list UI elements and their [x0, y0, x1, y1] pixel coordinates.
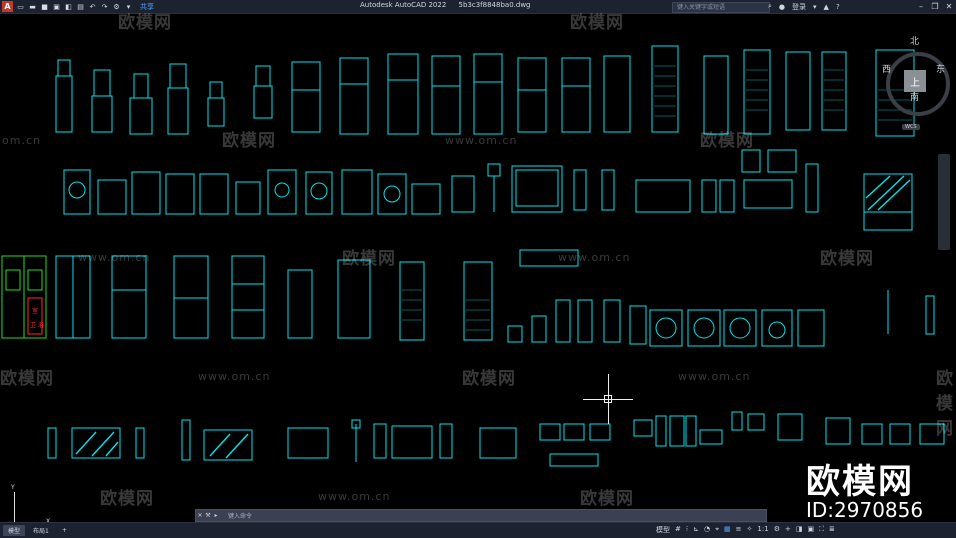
watermark-brand: 欧模网	[570, 13, 624, 33]
compass-east[interactable]: 东	[936, 65, 946, 75]
gear-icon[interactable]: ⚙	[773, 525, 780, 533]
scale-button[interactable]: 1:1	[757, 525, 769, 533]
compass-north[interactable]: 北	[910, 37, 920, 47]
compass-west[interactable]: 西	[882, 65, 892, 75]
login-button[interactable]: 登录	[792, 2, 807, 11]
search-input[interactable]: 键入关键字或短语	[672, 2, 770, 13]
watermark-brand: 欧模网	[820, 249, 874, 269]
prompt-icon[interactable]: ▸	[214, 512, 218, 519]
watermark-brand: 欧模网	[100, 489, 154, 509]
search-icon[interactable]: ⌕	[768, 2, 772, 10]
save-icon[interactable]: ■	[41, 2, 48, 11]
model-id: ID:2970856	[806, 498, 924, 522]
watermark-url: www.om.cn	[558, 251, 631, 264]
watermark-url: www.om.cn	[318, 490, 391, 503]
viewcube-top-face[interactable]: 上	[904, 70, 926, 92]
web-icon[interactable]: ◧	[65, 2, 72, 11]
share-icon[interactable]: ▾	[126, 2, 131, 11]
polar-icon[interactable]: ◔	[703, 525, 711, 533]
snap-icon[interactable]: ⁝	[685, 525, 689, 533]
help-icon[interactable]: ?	[835, 2, 840, 11]
wrench-icon[interactable]: ⚒	[205, 512, 211, 519]
viewcube[interactable]: 上 北 东 西 南 WCS	[880, 37, 950, 132]
watermark-url: www.om.cn	[445, 134, 518, 147]
hardware-icon[interactable]: ▣	[807, 525, 815, 533]
share-button[interactable]: 共享	[140, 2, 154, 11]
watermark-brand: 欧模网	[0, 369, 54, 389]
lineweight-icon[interactable]: ≡	[735, 525, 742, 533]
close-icon[interactable]: ✕	[197, 512, 203, 519]
watermark-url: om.cn	[2, 134, 41, 147]
brand-logo: 欧模网	[806, 462, 914, 502]
navigation-bar[interactable]	[938, 154, 950, 250]
watermark-brand: 欧模网	[118, 13, 172, 33]
open-icon[interactable]: ▬	[29, 2, 36, 11]
watermark-brand: 欧模网	[342, 249, 396, 269]
undo-icon[interactable]: ↶	[89, 2, 96, 11]
plus-icon[interactable]: +	[784, 525, 791, 533]
customize-icon[interactable]: ≣	[829, 525, 835, 533]
watermark-brand: 欧模网	[462, 369, 516, 389]
clean-screen-icon[interactable]: ⛶	[819, 525, 824, 533]
restore-icon[interactable]: ❐	[931, 2, 939, 11]
application-menu-button[interactable]: A	[2, 1, 13, 12]
command-input[interactable]: 键入命令	[228, 513, 253, 520]
model-space-button[interactable]: 模型	[656, 526, 670, 534]
cart-icon[interactable]: ▾	[813, 2, 817, 11]
status-tools: 模型 # ⁝ ⊾ ◔ ⌖ ▦ ≡ ✧ 1:1 ⚙ + ◨ ▣ ⛶ ≣	[656, 525, 835, 535]
osnap-icon[interactable]: ⌖	[715, 525, 720, 533]
quick-access-toolbar: A ▭ ▬ ■ ▣ ◧ ▤ ↶ ↷ ⚙ ▾ 共享	[0, 1, 154, 12]
dynamic-input-icon[interactable]: ▦	[724, 525, 731, 533]
watermark-brand: 欧模网	[936, 369, 954, 439]
close-icon[interactable]: ✕	[945, 2, 953, 11]
watermark-url: www.om.cn	[678, 370, 751, 383]
viewcube-ring[interactable]	[886, 52, 950, 116]
title-bar: A ▭ ▬ ■ ▣ ◧ ▤ ↶ ↷ ⚙ ▾ 共享 Autodesk AutoCA…	[0, 0, 956, 14]
drawing-canvas[interactable]: 室 卫 浴 欧模网 欧模网 om.cn 欧模网 www.om.cn 欧模网 ww…	[0, 13, 956, 525]
workspace-icon[interactable]: ⚙	[113, 2, 120, 11]
user-icon[interactable]: ●	[778, 2, 786, 11]
crosshair-cursor-icon	[583, 374, 633, 424]
new-icon[interactable]: ▭	[17, 2, 24, 11]
tab-layout1[interactable]: 布局1	[33, 528, 49, 535]
ortho-icon[interactable]: ⊾	[693, 525, 699, 533]
compass-south[interactable]: 南	[910, 93, 920, 103]
watermark-brand: 欧模网	[580, 489, 634, 509]
a360-icon[interactable]: ▲	[823, 2, 829, 11]
cad-drawing	[1, 45, 945, 467]
isolate-icon[interactable]: ◨	[795, 525, 803, 533]
drawing-label: 室	[32, 308, 39, 315]
annotation-icon[interactable]: ✧	[746, 525, 753, 533]
print-icon[interactable]: ▤	[77, 2, 84, 11]
tab-model[interactable]: 模型	[3, 525, 26, 536]
watermark-url: www.om.cn	[78, 251, 151, 264]
grid-icon[interactable]: #	[675, 525, 681, 533]
add-layout-button[interactable]: +	[61, 527, 67, 534]
command-line[interactable]: ✕ ⚒ ▸ 键入命令	[195, 509, 767, 522]
watermark-brand: 欧模网	[700, 131, 754, 151]
redo-icon[interactable]: ↷	[101, 2, 108, 11]
drawing-label: 卫 浴	[30, 322, 44, 329]
watermark-brand: 欧模网	[222, 131, 276, 151]
status-bar: 模型 布局1 + 模型 # ⁝ ⊾ ◔ ⌖ ▦ ≡ ✧ 1:1 ⚙ + ◨ ▣ …	[0, 522, 956, 538]
wcs-menu[interactable]: WCS	[902, 124, 920, 130]
minimize-icon[interactable]: –	[919, 2, 923, 11]
saveas-icon[interactable]: ▣	[53, 2, 60, 11]
watermark-url: www.om.cn	[198, 370, 271, 383]
app-name: Autodesk AutoCAD 2022	[360, 1, 447, 9]
window-title: Autodesk AutoCAD 2022 5b3c3f8848ba0.dwg	[360, 1, 541, 9]
file-name: 5b3c3f8848ba0.dwg	[458, 1, 531, 9]
